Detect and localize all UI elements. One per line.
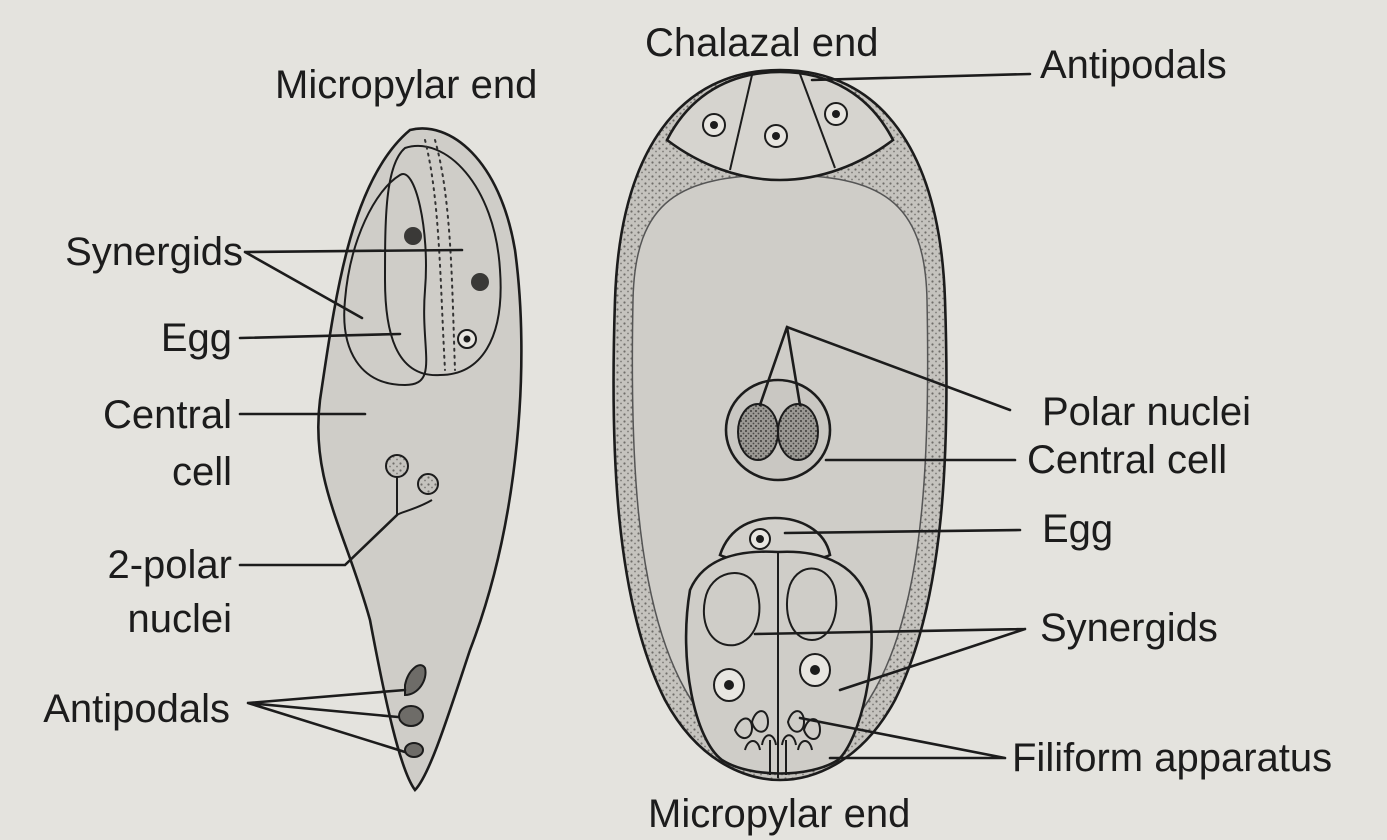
right-antipodal-nucleolus-2 <box>772 132 780 140</box>
right-chalazal-end-label: Chalazal end <box>645 21 879 65</box>
left-synergids-label: Synergids <box>65 230 243 274</box>
left-antipodal-2 <box>399 706 423 726</box>
right-egg-label: Egg <box>1042 507 1113 551</box>
right-egg-nucleolus <box>756 535 764 543</box>
right-polar-nucleus-1 <box>738 404 778 460</box>
left-central-label-line2: cell <box>172 450 232 494</box>
right-synergid-nucleolus-1 <box>724 680 734 690</box>
left-central-label-line1: Central <box>103 393 232 437</box>
left-antipodals-label: Antipodals <box>43 687 230 731</box>
right-synergid-nucleolus-2 <box>810 665 820 675</box>
left-synergid-nucleus-2 <box>471 273 489 291</box>
right-polar-nucleus-2 <box>778 404 818 460</box>
right-antipodals-label: Antipodals <box>1040 43 1227 87</box>
left-egg-nucleolus <box>464 336 471 343</box>
left-antipodal-3 <box>405 743 423 757</box>
right-filiform-apparatus-label: Filiform apparatus <box>1012 736 1332 780</box>
left-polar-nucleus-2 <box>418 474 438 494</box>
left-antipodals-leader <box>248 690 405 752</box>
right-polar-nuclei-label: Polar nuclei <box>1042 390 1251 434</box>
right-embryo-sac: Chalazal end Antipodals Polar nuclei Cen… <box>613 21 1332 836</box>
left-micropylar-end-label: Micropylar end <box>275 63 537 107</box>
right-synergids-label: Synergids <box>1040 606 1218 650</box>
left-polar-label-line1: 2-polar <box>107 543 232 587</box>
left-polar-label-line2: nuclei <box>127 597 232 641</box>
left-embryo-sac: Micropylar end Synergids Egg Central cel… <box>43 63 537 790</box>
right-antipodal-nucleolus-1 <box>710 121 718 129</box>
right-micropylar-end-label: Micropylar end <box>648 792 910 836</box>
left-synergid-nucleus-1 <box>404 227 422 245</box>
left-egg-label: Egg <box>161 316 232 360</box>
right-antipodals-leader <box>812 74 1030 80</box>
left-sac-outline <box>318 129 521 791</box>
right-antipodal-nucleolus-3 <box>832 110 840 118</box>
right-central-cell-label: Central cell <box>1027 438 1227 482</box>
left-polar-nucleus-1 <box>386 455 408 477</box>
